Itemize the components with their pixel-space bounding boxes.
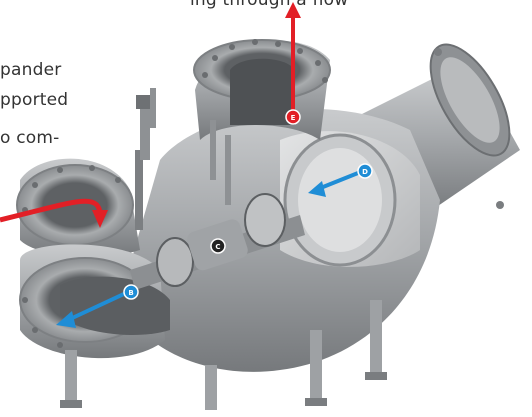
body-text-fragment-2: pported xyxy=(0,90,69,110)
svg-text:B: B xyxy=(128,289,133,297)
diffuser-flow-arrow xyxy=(308,169,364,197)
svg-text:C: C xyxy=(215,243,220,251)
body-text-fragment-1: pander xyxy=(0,60,62,80)
callout-marker-b: B xyxy=(123,284,139,300)
svg-text:E: E xyxy=(291,114,296,122)
body-text-fragment-3: o com- xyxy=(0,128,60,148)
body-text-fragment-top: ing through a flow xyxy=(190,0,349,10)
support-legs xyxy=(60,300,387,410)
callout-marker-e: E xyxy=(285,109,301,125)
inlet-scroll xyxy=(16,158,170,359)
inlet-flow-arrow xyxy=(0,198,108,228)
outlet-flow-arrow xyxy=(285,2,301,115)
actuator-stems xyxy=(135,88,231,230)
svg-text:D: D xyxy=(362,168,368,176)
callout-marker-c: C xyxy=(210,238,226,254)
nozzle-flow-arrow xyxy=(56,290,129,328)
callout-marker-d: D xyxy=(357,163,373,179)
